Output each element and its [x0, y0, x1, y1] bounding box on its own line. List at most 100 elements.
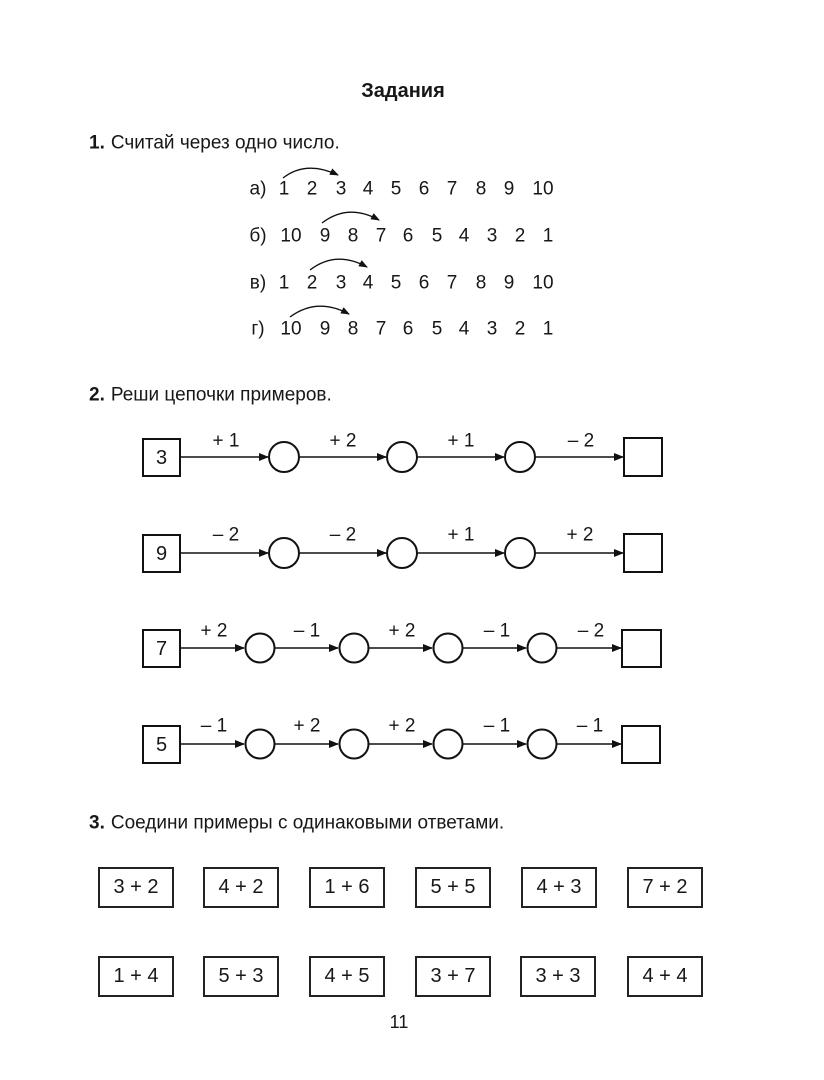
chain-operation: – 1	[483, 715, 511, 737]
sequence-number: 1	[542, 318, 554, 340]
chain-operation: – 2	[329, 524, 357, 546]
chain-operation: + 1	[212, 430, 240, 452]
task-number: 3.	[89, 812, 105, 834]
task-number: 1.	[89, 132, 105, 154]
expression-card: 3 + 3	[520, 956, 596, 997]
sequence-number: 4	[362, 178, 374, 200]
sequence-number: 5	[431, 225, 443, 247]
page-number: 11	[389, 1012, 409, 1032]
answer-circle	[526, 728, 558, 760]
sequence-number: 7	[375, 318, 387, 340]
expression-card: 1 + 4	[98, 956, 174, 997]
sequence-number: 8	[475, 272, 487, 294]
task-instruction: Соедини примеры с одинаковыми ответами.	[110, 812, 505, 834]
chain-1-geometry	[142, 437, 663, 477]
answer-circle	[386, 537, 418, 569]
expression-card: 5 + 3	[203, 956, 279, 997]
answer-circle	[504, 441, 536, 473]
sequence-number: 10	[280, 225, 302, 247]
task-3-heading: 3.Соедини примеры с одинаковыми ответами…	[89, 814, 504, 833]
answer-circle	[386, 441, 418, 473]
chain-operation: – 2	[567, 430, 595, 452]
task-number: 2.	[89, 384, 105, 406]
page-title: Задания	[361, 80, 445, 102]
task-1-heading: 1.Считай через одно число.	[89, 134, 340, 153]
sequence-number: 9	[503, 272, 515, 294]
answer-circle	[526, 632, 558, 664]
sequence-number: 1	[278, 178, 290, 200]
sequence-number: 5	[431, 318, 443, 340]
expression-card: 4 + 5	[309, 956, 385, 997]
sequence-number: 7	[446, 178, 458, 200]
chain-start-value: 5	[155, 734, 168, 756]
sequence-number: 8	[347, 225, 359, 247]
row-label: г)	[251, 318, 265, 340]
chain-operation: – 2	[212, 524, 240, 546]
sequence-number: 6	[402, 225, 414, 247]
chain-operation: + 2	[293, 715, 321, 737]
task-instruction: Реши цепочки примеров.	[110, 384, 332, 406]
row-label: а)	[249, 178, 267, 200]
sequence-number: 6	[402, 318, 414, 340]
chain-operation: + 2	[388, 715, 416, 737]
chain-start-value: 3	[155, 447, 168, 469]
sequence-number: 10	[532, 178, 554, 200]
sequence-number: 4	[458, 225, 470, 247]
answer-circle	[244, 632, 276, 664]
sequence-number: 5	[390, 272, 402, 294]
skip-arrow-icon	[282, 167, 339, 179]
sequence-number: 5	[390, 178, 402, 200]
sequence-number: 8	[475, 178, 487, 200]
sequence-number: 6	[418, 178, 430, 200]
chain-start-value: 7	[155, 638, 168, 660]
sequence-number: 9	[319, 225, 331, 247]
chain-operation: + 2	[388, 620, 416, 642]
sequence-number: 3	[335, 272, 347, 294]
sequence-number: 4	[362, 272, 374, 294]
sequence-number: 3	[486, 318, 498, 340]
sequence-number: 3	[486, 225, 498, 247]
chain-start-value: 9	[155, 543, 168, 565]
sequence-number: 9	[503, 178, 515, 200]
expression-card: 7 + 2	[627, 867, 703, 908]
skip-arrow-icon	[309, 258, 368, 271]
row-label: б)	[249, 225, 267, 247]
expression-card: 4 + 4	[627, 956, 703, 997]
sequence-number: 10	[280, 318, 302, 340]
sequence-number: 7	[446, 272, 458, 294]
sequence-number: 2	[514, 225, 526, 247]
sequence-number: 1	[542, 225, 554, 247]
answer-circle	[338, 632, 370, 664]
sequence-number: 1	[278, 272, 290, 294]
sequence-number: 3	[335, 178, 347, 200]
answer-circle	[338, 728, 370, 760]
sequence-number: 4	[458, 318, 470, 340]
sequence-number: 2	[306, 178, 318, 200]
sequence-number: 7	[375, 225, 387, 247]
chain-operation: + 2	[329, 430, 357, 452]
answer-circle	[268, 537, 300, 569]
chain-2-geometry	[142, 533, 663, 573]
answer-circle	[504, 537, 536, 569]
row-label: в)	[249, 272, 267, 294]
chain-operation: – 1	[200, 715, 228, 737]
chain-3-geometry	[142, 629, 662, 668]
chain-operation: + 2	[200, 620, 228, 642]
expression-card: 1 + 6	[309, 867, 385, 908]
chain-operation: – 1	[576, 715, 604, 737]
chain-operation: + 1	[447, 430, 475, 452]
answer-circle	[432, 728, 464, 760]
chain-operation: + 2	[566, 524, 594, 546]
result-box	[621, 629, 662, 668]
sequence-number: 2	[306, 272, 318, 294]
chain-4-geometry	[142, 725, 661, 764]
expression-card: 3 + 2	[98, 867, 174, 908]
sequence-number: 2	[514, 318, 526, 340]
result-box	[623, 533, 663, 573]
task-instruction: Считай через одно число.	[110, 132, 340, 154]
chain-operation: – 2	[577, 620, 605, 642]
answer-circle	[268, 441, 300, 473]
answer-circle	[432, 632, 464, 664]
